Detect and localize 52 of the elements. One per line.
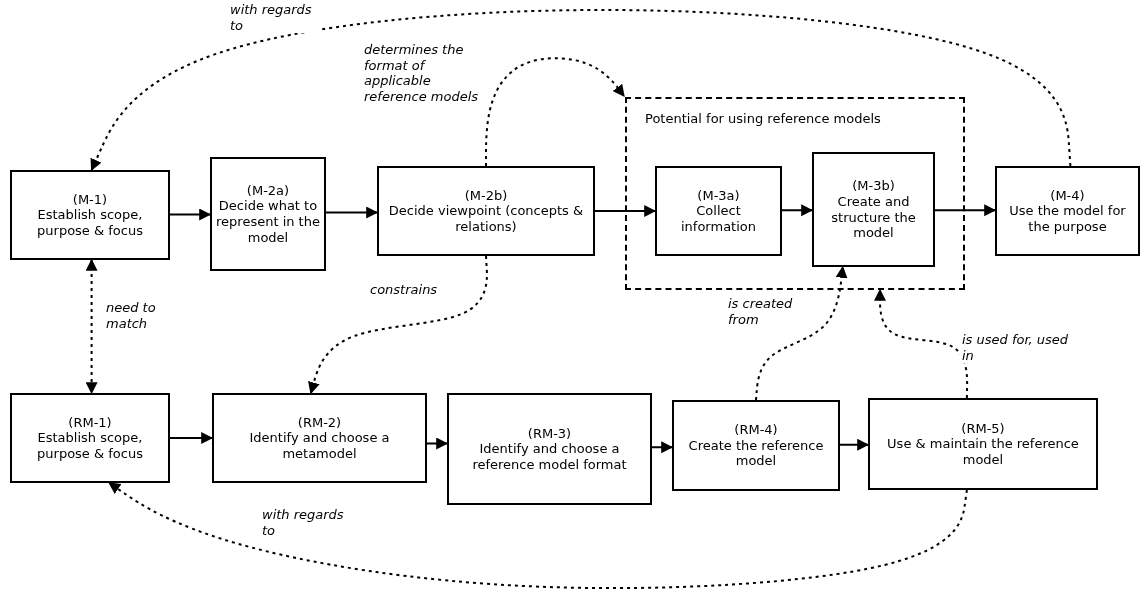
arrow [839, 438, 870, 451]
process-box [812, 152, 935, 267]
arrow [426, 437, 449, 450]
step-description: Decide viewpoint (concepts & relations) [387, 203, 585, 235]
step-id: (RM-4) [734, 422, 778, 438]
step-description: Collect information [680, 203, 757, 235]
step-id: (RM-1) [68, 414, 112, 431]
arrow [169, 432, 214, 444]
dashed-arrow [485, 57, 625, 167]
arrow [325, 206, 379, 219]
dashed-group-box [625, 97, 965, 290]
arrow [594, 205, 657, 217]
step-description: Establish scope, purpose & focus [36, 430, 144, 462]
step-id: (RM-3) [527, 425, 572, 442]
dashed-arrow [755, 265, 848, 401]
process-box [868, 398, 1098, 490]
step-description: Establish scope, purpose & focus [36, 207, 144, 239]
step-id: (M-1) [72, 191, 108, 208]
dashed-arrow [308, 255, 488, 395]
dashed-arrow [108, 482, 968, 590]
arrow [169, 208, 212, 221]
process-box [10, 393, 170, 483]
step-description: Decide what to represent in the model [215, 198, 321, 246]
process-box [377, 166, 595, 256]
arrow [781, 204, 814, 217]
step-id: (M-4) [1050, 187, 1085, 204]
process-box [447, 393, 652, 505]
step-description: Use the model for the purpose [1008, 203, 1127, 235]
process-box [10, 170, 170, 260]
step-id: (RM-2) [297, 414, 342, 431]
process-box [655, 166, 782, 256]
step-description: Identify and choose a metamodel [248, 430, 391, 462]
step-id: (M-3b) [852, 178, 895, 194]
group-title: Potential for using reference models [645, 111, 881, 127]
step-description: Use & maintain the reference model [886, 436, 1080, 468]
process-box [212, 393, 427, 483]
arrow [934, 204, 997, 217]
dashed-arrow [85, 258, 98, 395]
step-id: (M-3a) [697, 187, 740, 204]
process-box [672, 400, 840, 491]
arrow [651, 441, 674, 454]
step-id: (RM-5) [961, 420, 1005, 437]
step-id: (M-2a) [246, 182, 290, 199]
process-box [210, 157, 326, 271]
process-box [995, 166, 1140, 256]
edge-label: with regards to [228, 2, 322, 34]
step-id: (M-2b) [464, 187, 508, 204]
dashed-arrow [874, 288, 969, 399]
step-description: Create and structure the model [830, 193, 917, 241]
step-description: Create the reference model [687, 437, 825, 469]
step-description: Identify and choose a reference model format [471, 441, 628, 473]
dashed-arrow [90, 9, 1072, 172]
